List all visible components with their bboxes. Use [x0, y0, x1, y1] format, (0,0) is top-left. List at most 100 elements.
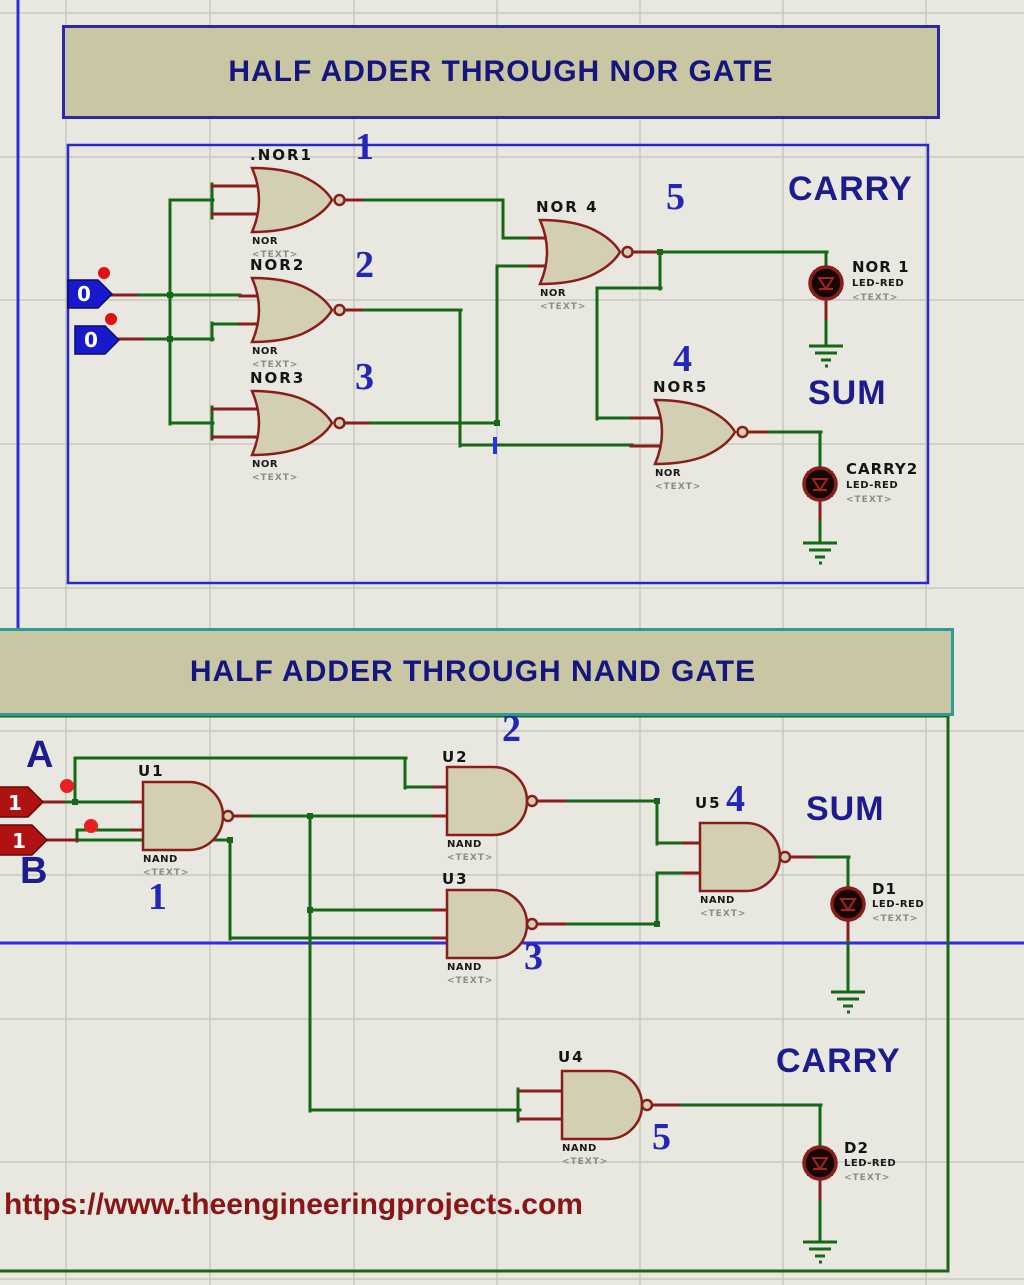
u2-ref: U2 — [442, 748, 469, 766]
led-nor-sum-text: <TEXT> — [846, 495, 893, 505]
logicstate-dot — [98, 267, 110, 279]
led-d2-ref: D2 — [844, 1139, 869, 1157]
nand-circuit-box — [0, 714, 950, 1273]
u5-gate-symbol[interactable] — [698, 821, 792, 893]
nor3-text: <TEXT> — [252, 473, 299, 483]
u1-ref: U1 — [138, 762, 165, 780]
ground-nand-d1 — [831, 990, 865, 1014]
u4-number: 5 — [652, 1116, 671, 1158]
u5-part: NAND — [700, 895, 735, 906]
led-d2-text: <TEXT> — [844, 1173, 891, 1183]
nor-wires — [110, 182, 829, 543]
logicstate-nand-b-value[interactable]: 1 — [12, 829, 26, 853]
logicstate-nand-b[interactable] — [0, 819, 98, 856]
nor3-part: NOR — [252, 459, 279, 470]
junction-dots — [167, 249, 663, 426]
u1-text: <TEXT> — [143, 868, 190, 878]
u2-gate-symbol[interactable] — [445, 765, 539, 837]
nor-carry-label: CARRY — [788, 170, 913, 208]
u3-text: <TEXT> — [447, 976, 494, 986]
u2-part: NAND — [447, 839, 482, 850]
logicstate-dot — [60, 779, 74, 793]
ground-nor-sum — [803, 541, 837, 565]
led-nor-carry[interactable] — [808, 265, 844, 301]
logicstate-nor-a[interactable] — [67, 267, 114, 309]
logicstate-dot — [84, 819, 98, 833]
nor1-gate-symbol[interactable] — [250, 166, 346, 234]
u4-gate-symbol[interactable] — [560, 1069, 654, 1141]
u1-part: NAND — [143, 854, 178, 865]
led-nor-carry-ref: NOR 1 — [852, 258, 910, 276]
nor-gates — [250, 166, 749, 466]
nand-input-a-label: A — [26, 734, 55, 776]
nor-title: HALF ADDER THROUGH NOR GATE — [228, 55, 774, 88]
nor2-gate-symbol[interactable] — [250, 276, 346, 344]
led-d1-text: <TEXT> — [872, 914, 919, 924]
u5-ref: U5 — [695, 794, 722, 812]
u2-text: <TEXT> — [447, 853, 494, 863]
nor-sum-label: SUM — [808, 374, 887, 412]
logicstate-nor-b[interactable] — [74, 313, 121, 355]
nand-title-box: HALF ADDER THROUGH NAND GATE — [0, 628, 954, 716]
led-d1-part: LED-RED — [872, 899, 925, 910]
nor3-number: 3 — [355, 356, 374, 398]
nor1-part: NOR — [252, 236, 279, 247]
led-nor-carry-text: <TEXT> — [852, 293, 899, 303]
led-d1-ref: D1 — [872, 880, 897, 898]
nand-sum-label: SUM — [806, 790, 885, 828]
u5-number: 4 — [726, 778, 745, 820]
nand-wires — [41, 756, 851, 1242]
u4-part: NAND — [562, 1143, 597, 1154]
u2-number: 2 — [502, 708, 521, 750]
u1-number: 1 — [148, 876, 167, 918]
nor2-text: <TEXT> — [252, 360, 299, 370]
nand-carry-label: CARRY — [776, 1042, 901, 1080]
nor1-number: 1 — [355, 126, 374, 168]
nand-gates — [141, 765, 792, 1141]
u3-number: 3 — [524, 936, 543, 978]
u4-text: <TEXT> — [562, 1157, 609, 1167]
nor2-ref: NOR2 — [250, 256, 306, 274]
logicstate-nor-a-value[interactable]: 0 — [77, 282, 91, 306]
logicstate-nand-a[interactable] — [0, 779, 74, 818]
nor-circuit-box — [66, 143, 930, 585]
ground-symbols — [803, 344, 865, 1264]
nor1-text: <TEXT> — [252, 250, 299, 260]
u3-ref: U3 — [442, 870, 469, 888]
nor4-text: <TEXT> — [540, 302, 587, 312]
nor5-gate-symbol[interactable] — [653, 398, 749, 466]
junction-dots — [72, 798, 660, 927]
logicstate-dot — [105, 313, 117, 325]
logicstate-nor-b-value[interactable]: 0 — [84, 328, 98, 352]
footer-url: https://www.theengineeringprojects.com — [4, 1188, 583, 1221]
nor-title-box: HALF ADDER THROUGH NOR GATE — [62, 25, 940, 119]
nor2-part: NOR — [252, 346, 279, 357]
led-symbols — [802, 265, 866, 1181]
nor3-gate-symbol[interactable] — [250, 389, 346, 457]
led-nor-sum-part: LED-RED — [846, 480, 899, 491]
led-nor-sum-ref: CARRY2 — [846, 460, 919, 478]
u4-ref: U4 — [558, 1048, 585, 1066]
nor5-text: <TEXT> — [655, 482, 702, 492]
ground-nand-d2 — [803, 1240, 837, 1264]
nand-title: HALF ADDER THROUGH NAND GATE — [189, 655, 757, 688]
led-d2[interactable] — [802, 1145, 838, 1181]
u3-part: NAND — [447, 962, 482, 973]
led-d2-part: LED-RED — [844, 1158, 897, 1169]
nor4-gate-symbol[interactable] — [538, 218, 634, 286]
nor4-ref: NOR 4 — [536, 198, 599, 216]
input-terminals — [0, 267, 121, 856]
nor5-part: NOR — [655, 468, 682, 479]
nor5-number: 4 — [673, 338, 692, 380]
led-nor-sum[interactable] — [802, 466, 838, 502]
ground-nor-carry — [809, 344, 843, 368]
nor3-ref: NOR3 — [250, 369, 306, 387]
u1-gate-symbol[interactable] — [141, 780, 235, 852]
nor4-part: NOR — [540, 288, 567, 299]
led-d1[interactable] — [830, 886, 866, 922]
u3-gate-symbol[interactable] — [445, 888, 539, 960]
u5-text: <TEXT> — [700, 909, 747, 919]
logicstate-nand-a-value[interactable]: 1 — [8, 791, 22, 815]
